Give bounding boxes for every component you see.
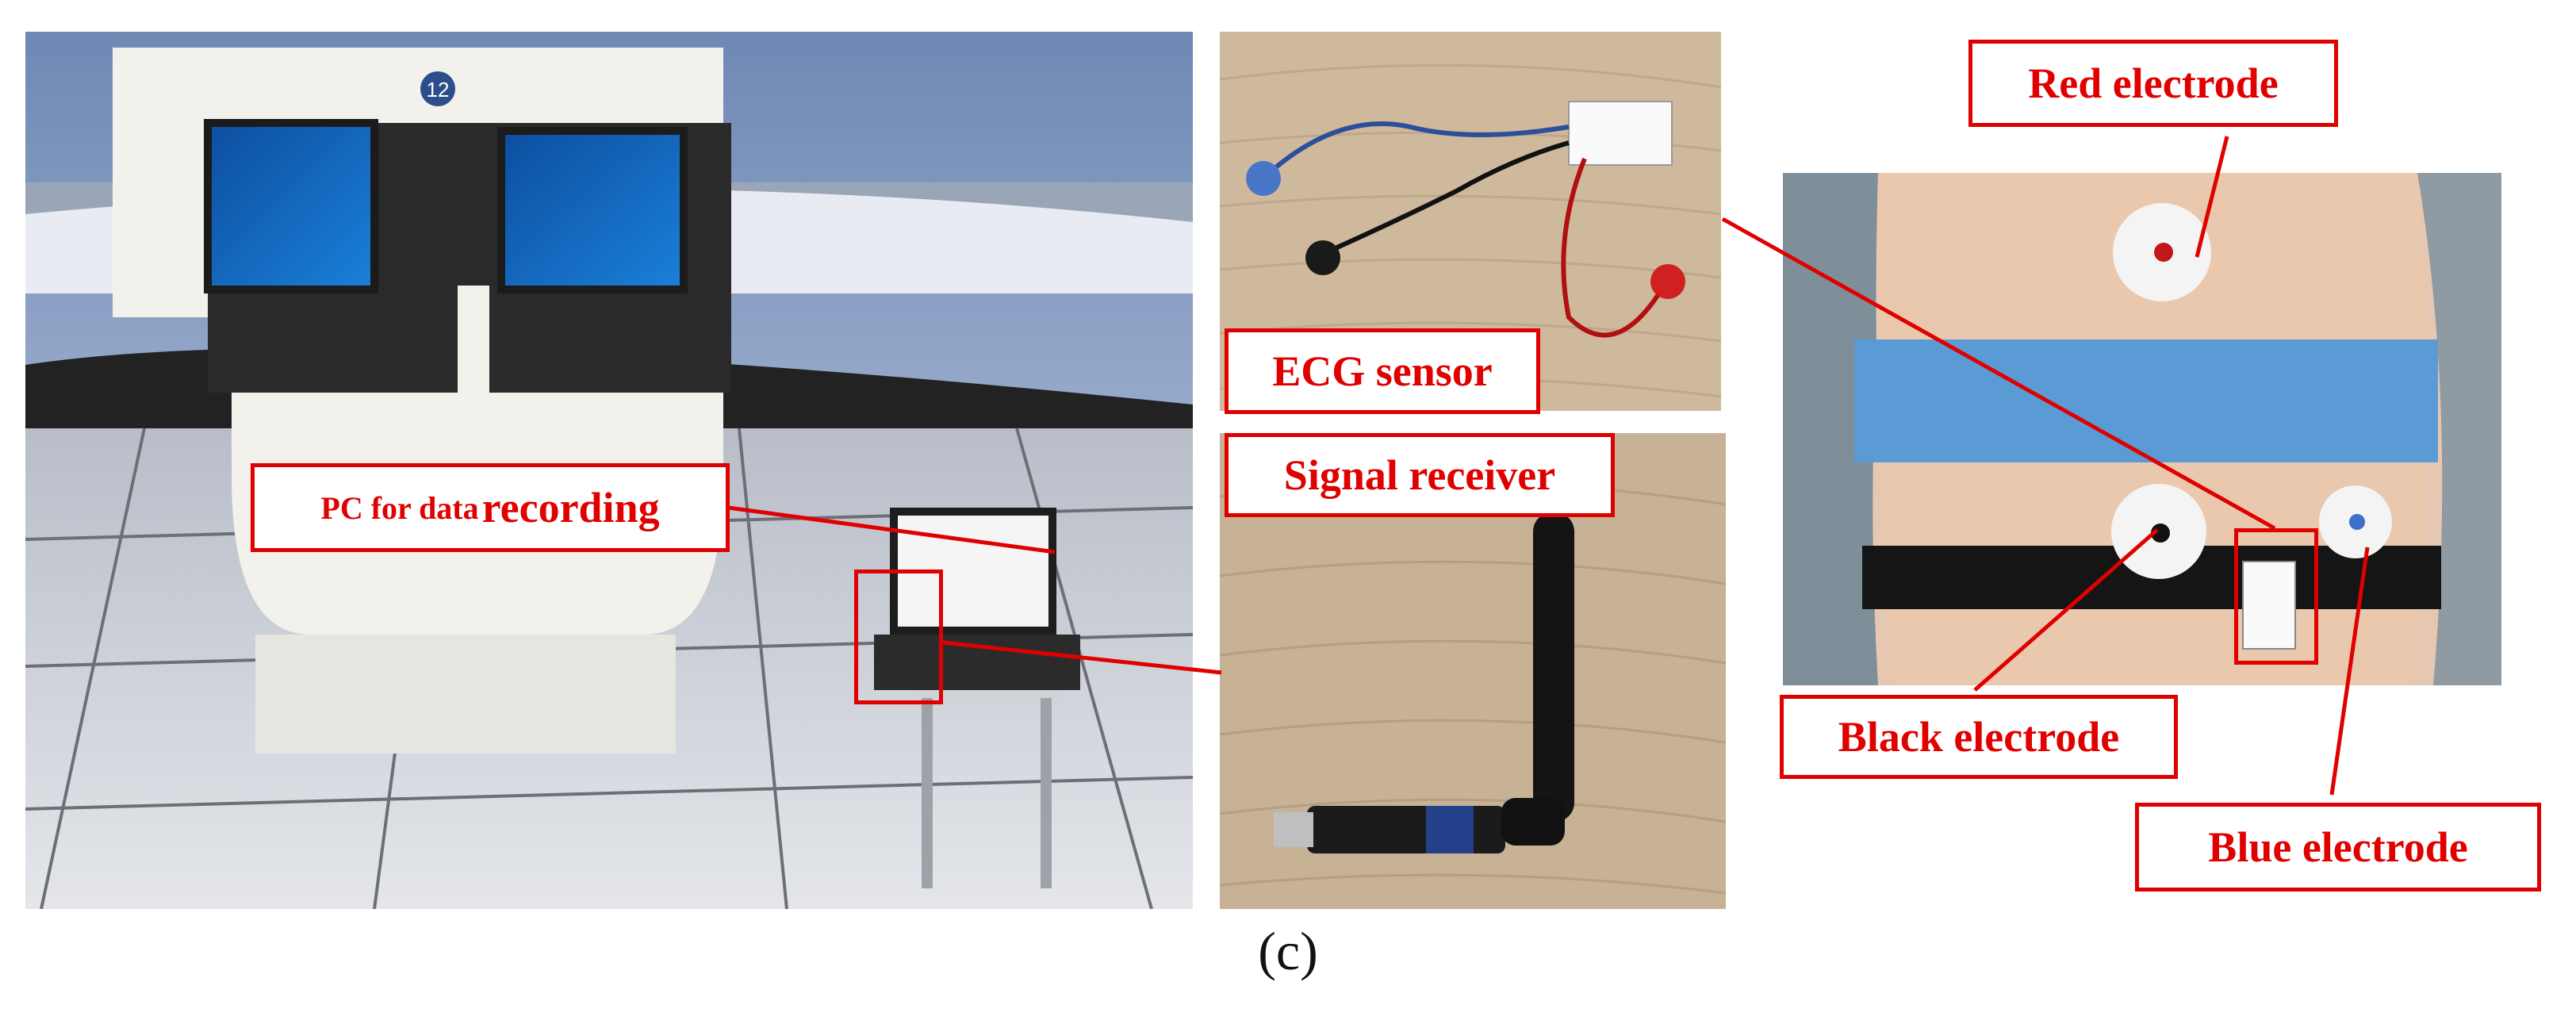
- chest-photo: [1783, 173, 2501, 685]
- ecg-sensor-label: ECG sensor: [1225, 328, 1540, 414]
- signal-receiver-label: Signal receiver: [1225, 433, 1615, 517]
- blue-electrode-label: Blue electrode: [2135, 803, 2541, 892]
- pc-recording-label: PC for data recording: [251, 463, 730, 552]
- figure-caption: (c): [1258, 921, 1318, 981]
- red-electrode-label: Red electrode: [1968, 40, 2338, 127]
- receiver-highlight-box: [854, 570, 943, 704]
- sensor-highlight-box: [2234, 528, 2318, 665]
- censor-bar: [1854, 339, 2438, 462]
- black-electrode-label: Black electrode: [1780, 695, 2178, 779]
- simulator-badge: 12: [427, 78, 450, 102]
